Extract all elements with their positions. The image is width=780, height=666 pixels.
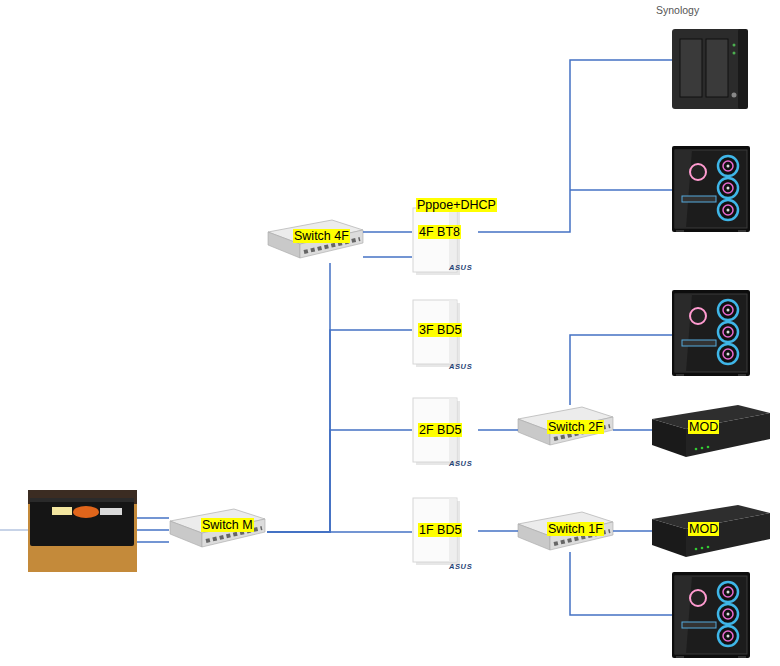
network-cable <box>267 263 330 532</box>
network-cable <box>478 60 672 232</box>
brand-logo: ASUS <box>449 363 472 372</box>
network-cable <box>363 231 412 233</box>
device-label: 1F BD5 <box>418 523 462 537</box>
network-cable <box>267 330 412 532</box>
switch-node: Switch 2F <box>518 405 613 447</box>
device-label: 3F BD5 <box>418 323 462 337</box>
network-cable <box>613 530 652 532</box>
network-cable <box>478 530 518 532</box>
nas-node: Synology <box>672 25 750 110</box>
device-label: 4F BT8 <box>418 225 461 239</box>
device-label: Switch 4F <box>293 229 350 243</box>
network-cable <box>363 256 412 258</box>
router-node: Pppoe+DHCP4F BT8ASUS <box>412 196 478 276</box>
network-cable <box>267 430 412 532</box>
router-node: 1F BD5ASUS <box>412 496 478 572</box>
router-node: 3F BD5ASUS <box>412 298 478 374</box>
network-cable <box>613 429 652 431</box>
mode-label: Pppoe+DHCP <box>416 198 497 212</box>
device-label: Switch 1F <box>547 522 604 536</box>
device-label: 2F BD5 <box>418 423 462 437</box>
switch-node: Switch M <box>170 507 267 551</box>
device-label: Switch 2F <box>547 420 604 434</box>
switch-node: Switch 4F <box>268 218 363 263</box>
brand-logo: ASUS <box>449 460 472 469</box>
brand-logo: ASUS <box>449 264 472 273</box>
switch-node: Switch 1F <box>518 510 613 552</box>
mod-node: MOD <box>652 505 770 558</box>
network-cable <box>267 531 412 533</box>
network-cable <box>478 429 518 431</box>
device-label: MOD <box>688 522 719 536</box>
brand-label: Synology <box>656 4 699 16</box>
brand-logo: ASUS <box>449 563 472 572</box>
device-label: Switch M <box>201 518 254 532</box>
device-label: MOD <box>688 420 719 434</box>
mod-node: MOD <box>652 405 770 458</box>
router-node: 2F BD5ASUS <box>412 396 478 472</box>
